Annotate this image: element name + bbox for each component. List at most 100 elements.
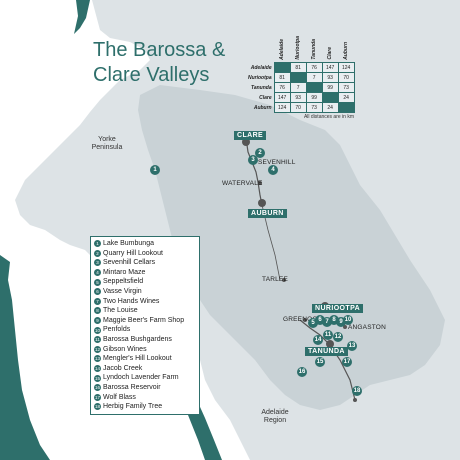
- town-tanunda: TANUNDA: [305, 347, 348, 356]
- page-title: The Barossa & Clare Valleys: [93, 38, 225, 88]
- table-cell: 93: [321, 72, 339, 83]
- map-marker[interactable]: 7: [322, 317, 332, 327]
- inland-light: [138, 85, 445, 410]
- legend-number: 9: [94, 317, 101, 325]
- map-marker[interactable]: 11: [323, 330, 333, 340]
- row-header: Clare: [259, 94, 272, 101]
- table-cell: 147: [273, 92, 291, 103]
- map-marker[interactable]: 2: [255, 148, 265, 158]
- row-header: Auburn: [253, 104, 272, 111]
- table-cell: [321, 92, 339, 103]
- map-marker[interactable]: 3: [248, 155, 258, 165]
- title-line-2: Clare Valleys: [93, 64, 210, 86]
- map-marker[interactable]: 8: [329, 315, 339, 325]
- table-cell: [305, 82, 323, 93]
- map-marker[interactable]: 12: [333, 332, 343, 342]
- table-cell: 124: [337, 62, 355, 73]
- sea-top-left: [0, 0, 95, 100]
- map-marker[interactable]: 5: [308, 318, 318, 328]
- town-auburn: AUBURN: [248, 209, 287, 218]
- map-marker[interactable]: 18: [352, 386, 362, 396]
- legend-label: Lake Bumbunga: [103, 240, 154, 247]
- legend-number: 2: [94, 249, 101, 257]
- row-header: Tanunda: [250, 84, 272, 91]
- legend-number: 16: [94, 384, 101, 392]
- map-marker[interactable]: 15: [315, 357, 325, 367]
- table-cell: 73: [305, 102, 323, 113]
- legend-number: 8: [94, 307, 101, 315]
- row-header: Adelaide: [250, 64, 272, 71]
- table-row: Tanunda 76 7 99 73: [248, 82, 355, 93]
- map-marker[interactable]: 4: [268, 165, 278, 175]
- town-sevenhill: SEVENHILL: [258, 159, 296, 166]
- legend-label: The Louise: [103, 307, 138, 315]
- legend-number: 14: [94, 365, 101, 373]
- town-watervale: WATERVALE: [222, 180, 263, 187]
- town-nuriootpa: NURIOOTPA: [312, 304, 364, 313]
- title-line-1: The Barossa &: [93, 39, 226, 61]
- column-header: Clare: [327, 47, 334, 60]
- table-row: Auburn 124 70 73 24: [248, 102, 355, 113]
- legend-label: Herbig Family Tree: [103, 403, 163, 411]
- legend-label: Penfolds: [103, 326, 131, 334]
- legend-label: Seppeltsfield: [103, 278, 144, 286]
- table-row: Adelaide 81 76 147 124: [248, 62, 355, 73]
- map-marker[interactable]: 16: [297, 367, 307, 377]
- table-cell: 76: [305, 62, 323, 73]
- table-cell: 24: [337, 92, 355, 103]
- legend-number: 5: [94, 278, 101, 286]
- row-header: Nuriootpa: [248, 74, 272, 81]
- legend-label: Mengler's Hill Lookout: [103, 355, 172, 363]
- map-marker[interactable]: 17: [342, 357, 352, 367]
- legend-number: 17: [94, 393, 101, 401]
- table-cell: [273, 62, 291, 73]
- map-marker[interactable]: 9: [336, 317, 346, 327]
- town-greenock: GREENOCK: [283, 316, 322, 323]
- table-cell: 7: [289, 82, 307, 93]
- table-cell: 93: [289, 92, 307, 103]
- map-marker[interactable]: 6: [315, 315, 325, 325]
- table-cell: 124: [273, 102, 291, 113]
- map-marker[interactable]: 14: [313, 335, 323, 345]
- distance-note: All distances are in km: [303, 114, 354, 120]
- map-marker[interactable]: 13: [347, 341, 357, 351]
- table-cell: 24: [321, 102, 339, 113]
- legend-number: 6: [94, 288, 101, 296]
- legend-label: Gibson Wines: [103, 345, 147, 353]
- legend-number: 18: [94, 403, 101, 411]
- table-cell: 147: [321, 62, 339, 73]
- table-cell: 70: [289, 102, 307, 113]
- legend-label: Two Hands Wines: [103, 297, 160, 305]
- road-clare-auburn: [245, 137, 263, 206]
- teal-gulf: [0, 255, 50, 460]
- table-cell: 81: [273, 72, 291, 83]
- legend-label: Sevenhill Cellars: [103, 259, 156, 267]
- legend-label: Barossa Reservoir: [103, 383, 161, 391]
- legend-label: Quarry Hill Lookout: [103, 249, 163, 257]
- table-cell: 99: [321, 82, 339, 93]
- map-marker[interactable]: 10: [343, 315, 353, 325]
- legend-number: 12: [94, 345, 101, 353]
- legend-number: 13: [94, 355, 101, 363]
- legend-number: 10: [94, 326, 101, 334]
- map-marker[interactable]: 1: [150, 165, 160, 175]
- legend-label: Jacob Creek: [103, 364, 143, 372]
- column-header: Adelaide: [279, 39, 286, 60]
- legend-label: Maggie Beer's Farm Shop: [103, 316, 185, 324]
- town-tarlee: TARLEE: [262, 276, 289, 283]
- table-cell: 81: [289, 62, 307, 73]
